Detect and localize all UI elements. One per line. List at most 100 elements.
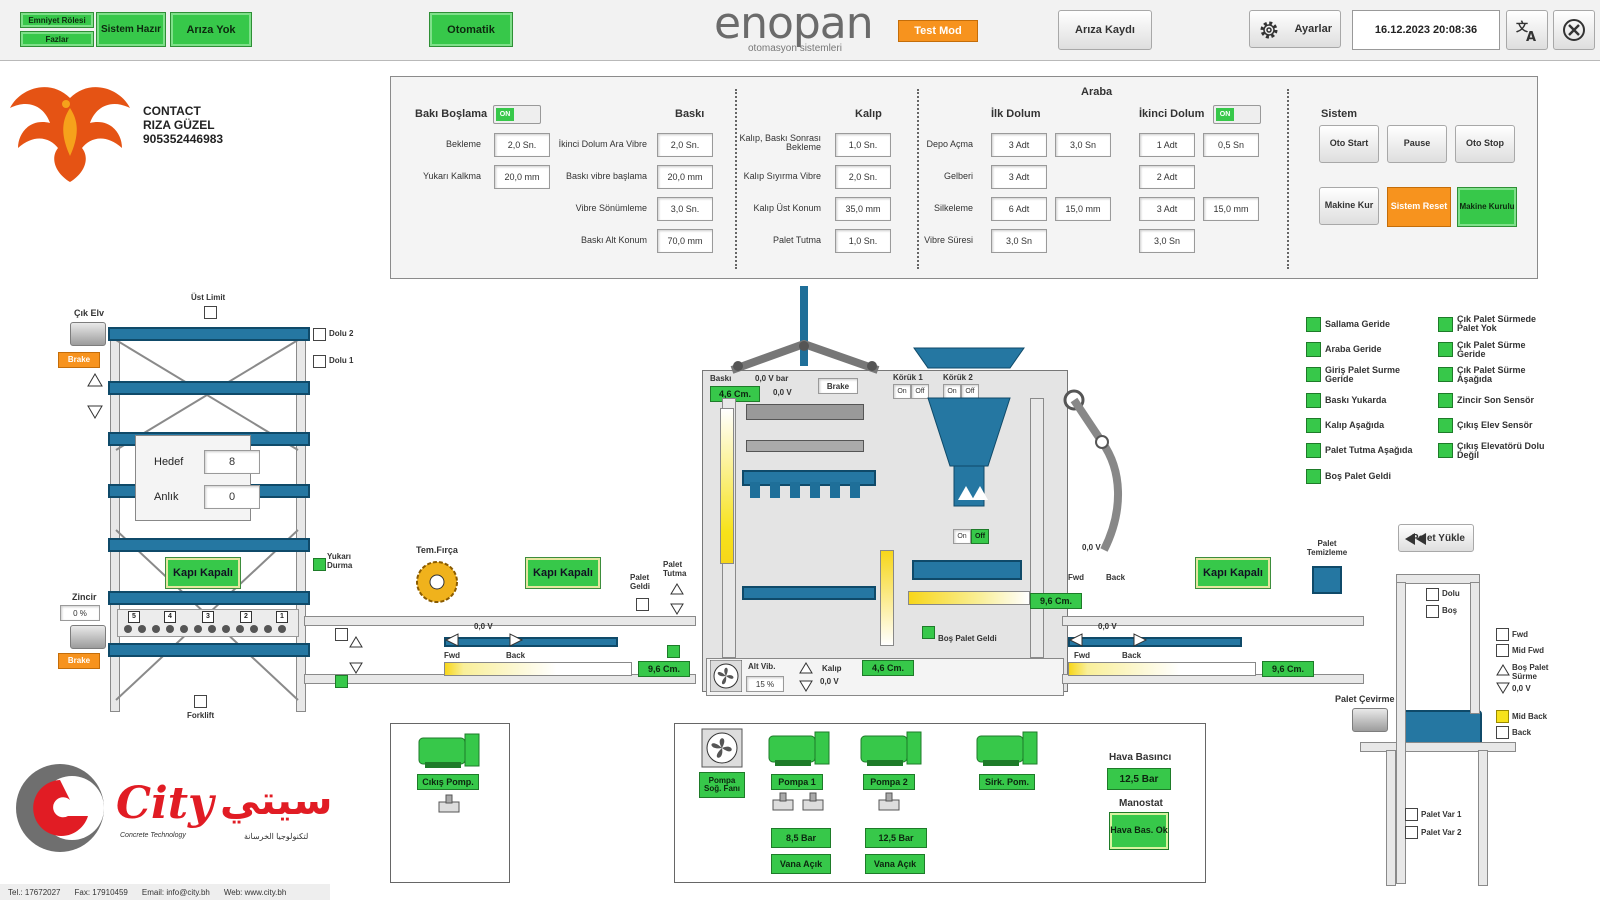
forklift-label: Forklift	[187, 711, 215, 720]
kalip-baski-sonrasi-field[interactable]: 1,0 Sn.	[835, 133, 891, 157]
palet-yukle-button[interactable]: Palet Yükle	[1398, 524, 1474, 552]
tamper-feet-icon	[750, 482, 860, 498]
silkeleme-label: Silkeleme	[933, 203, 973, 213]
sensor-lamp	[1438, 367, 1453, 382]
hedef-field[interactable]: 8	[204, 450, 260, 474]
pompa2-vana-acik-indicator: Vana Açık	[865, 854, 925, 874]
ikinci-depo-adt-field[interactable]: 1 Adt	[1139, 133, 1195, 157]
rewind-icon	[1405, 533, 1426, 545]
language-button[interactable]: 文 A	[1506, 10, 1548, 50]
pause-button[interactable]: Pause	[1387, 125, 1447, 163]
fwd-back-arrows-icon[interactable]	[444, 632, 524, 648]
bekleme-field[interactable]: 2,0 Sn.	[494, 133, 550, 157]
baski-vibre-baslama-field[interactable]: 20,0 mm	[657, 165, 713, 189]
close-app-button[interactable]	[1553, 10, 1595, 50]
sensor-palet-tutma: Palet Tutma Aşağıda	[1325, 445, 1413, 455]
hopper-on-button[interactable]: On	[953, 529, 971, 544]
baki-bosluma-toggle[interactable]: ON	[493, 105, 541, 124]
koruk1-on-button[interactable]: On	[893, 384, 911, 399]
hedef-label: Hedef	[154, 456, 184, 468]
dolu-label: Dolu	[1442, 589, 1460, 598]
elevator-shelf	[108, 538, 310, 552]
city-latin-text: City	[116, 778, 214, 829]
sensor-lamp	[1306, 367, 1321, 382]
palet-cevirme-label: Palet Çevirme	[1335, 694, 1395, 704]
yukari-durma-label: Yukarı Durma	[327, 552, 353, 570]
ikinci-gelberi-adt-field[interactable]: 2 Adt	[1139, 165, 1195, 189]
back-label-right: Back	[1122, 651, 1142, 660]
chain-rollers-icon	[124, 625, 286, 633]
city-logo-icon	[16, 764, 104, 852]
makine-kur-button[interactable]: Makine Kur	[1319, 187, 1379, 225]
ikinci-silkeleme-mm-field[interactable]: 15,0 mm	[1203, 197, 1259, 221]
ikinci-vibre-suresi-field[interactable]: 3,0 Sn	[1139, 229, 1195, 253]
elevator-updown-arrows-icon[interactable]	[86, 372, 104, 420]
pompa1-vana-acik-indicator: Vana Açık	[771, 854, 831, 874]
depo-acma-sn-field[interactable]: 3,0 Sn	[1055, 133, 1111, 157]
vibre-suresi-field[interactable]: 3,0 Sn	[991, 229, 1047, 253]
sensor-lamp	[1306, 469, 1321, 484]
palet-tutma-arrows-icon[interactable]	[669, 583, 685, 615]
ariza-yok-indicator: Arıza Yok	[170, 12, 252, 47]
press-head	[746, 404, 864, 420]
otomatik-mode-button[interactable]: Otomatik	[429, 12, 513, 47]
oto-stop-button[interactable]: Oto Stop	[1455, 125, 1515, 163]
silkeleme-adt-field[interactable]: 6 Adt	[991, 197, 1047, 221]
baski-alt-konum-field[interactable]: 70,0 mm	[657, 229, 713, 253]
gelberi-adt-field[interactable]: 3 Adt	[991, 165, 1047, 189]
alt-vib-label: Alt Vib.	[748, 662, 776, 671]
bos-palet-arrows-icon[interactable]	[1496, 664, 1510, 694]
dolu2-checkbox	[313, 328, 326, 341]
fwd-checkbox	[1496, 628, 1509, 641]
bos-palet-surme-label: Boş Palet Sürme	[1512, 663, 1549, 681]
oto-start-button[interactable]: Oto Start	[1319, 125, 1379, 163]
ikinci-dolum-ara-vibre-field[interactable]: 2,0 Sn.	[657, 133, 713, 157]
koruk1-off-button[interactable]: Off	[911, 384, 929, 399]
ariza-kaydi-button[interactable]: Arıza Kaydı	[1058, 10, 1152, 50]
vibre-sonumleme-field[interactable]: 3,0 Sn.	[657, 197, 713, 221]
forklift-checkbox	[194, 695, 207, 708]
palet-var2-checkbox	[1405, 826, 1418, 839]
makine-kurulu-indicator: Makine Kurulu	[1457, 187, 1517, 227]
fwd-back-arrows-right-icon[interactable]	[1068, 632, 1148, 648]
palet-geldi-checkbox	[636, 598, 649, 611]
palet-geldi-label: Palet Geldi	[630, 573, 651, 591]
ayarlar-button[interactable]: Ayarlar	[1249, 10, 1341, 48]
pompa1-motor-icon	[768, 731, 830, 766]
ikinci-dolum-toggle[interactable]: ON	[1213, 105, 1261, 124]
top-bar: Emniyet Rölesi Fazlar Sistem Hazır Arıza…	[0, 0, 1600, 61]
fwd-label-right: Fwd	[1074, 651, 1090, 660]
ikinci-silkeleme-adt-field[interactable]: 3 Adt	[1139, 197, 1195, 221]
test-mod-button[interactable]: Test Mod	[898, 20, 978, 42]
sensor-cikis-elevatoru: Çıkış Elevatörü Dolu Değil	[1457, 441, 1545, 461]
hopper-off-button[interactable]: Off	[971, 529, 989, 544]
zincir-brake-indicator: Brake	[58, 653, 100, 669]
yukari-durma-lamp	[313, 558, 326, 571]
kalip-updown-arrows-icon[interactable]	[798, 662, 814, 692]
elevator-shelf	[108, 591, 310, 605]
yukari-kalkma-field[interactable]: 20,0 mm	[494, 165, 550, 189]
press-piston-rod	[800, 286, 808, 366]
datetime-display: 16.12.2023 20:08:36	[1352, 10, 1500, 50]
chain-conveyor: 5 4 3 2 1	[117, 609, 299, 637]
alt-vib-field[interactable]: 15 %	[746, 676, 784, 692]
elevator-brake-indicator: Brake	[58, 352, 100, 368]
ikinci-depo-sn-field[interactable]: 0,5 Sn	[1203, 133, 1259, 157]
sistem-reset-button[interactable]: Sistem Reset	[1387, 187, 1451, 227]
emniyet-rolesi-indicator: Emniyet Rölesi	[20, 12, 94, 28]
lift-updown-arrows-icon[interactable]	[348, 635, 364, 675]
contact-phone: 905352446983	[143, 132, 224, 146]
kalip-ust-konum-field[interactable]: 35,0 mm	[835, 197, 891, 221]
svg-text:A: A	[1526, 30, 1536, 43]
kalip-siyirma-vibre-field[interactable]: 2,0 Sn.	[835, 165, 891, 189]
voltage-left: 0,0 V	[474, 622, 493, 631]
stacker-post	[1396, 582, 1406, 884]
silkeleme-mm-field[interactable]: 15,0 mm	[1055, 197, 1111, 221]
depo-acma-adt-field[interactable]: 3 Adt	[991, 133, 1047, 157]
zincir-motor	[70, 625, 106, 649]
palet-tutma-field[interactable]: 1,0 Sn.	[835, 229, 891, 253]
feed-box	[912, 560, 1022, 580]
palet-var2-label: Palet Var 2	[1421, 828, 1462, 837]
back-label-left: Back	[506, 651, 526, 660]
mid-back-lamp	[1496, 710, 1509, 723]
